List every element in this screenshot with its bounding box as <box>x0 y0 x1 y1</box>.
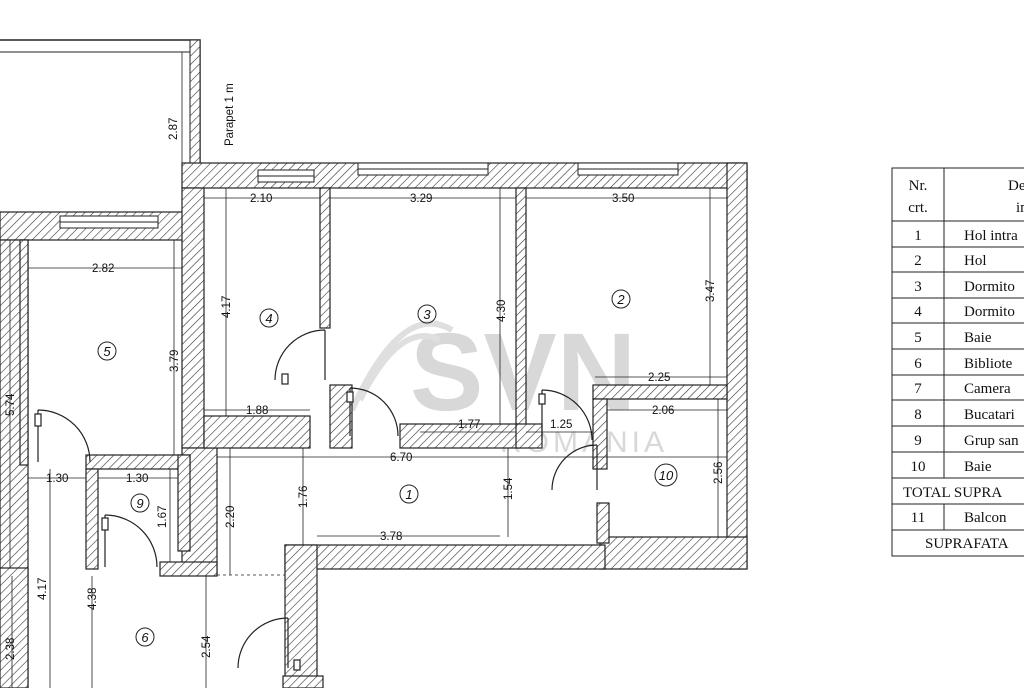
dim-label: 1.88 <box>246 405 268 417</box>
dim-label: 3.78 <box>380 531 402 543</box>
dim-label: 1.76 <box>298 486 310 508</box>
table-cell: 8 <box>914 407 922 423</box>
dim-label: 1.77 <box>458 419 480 431</box>
dim-label: 4.38 <box>87 588 99 610</box>
dimension-lines <box>9 52 727 688</box>
room-marker <box>417 304 437 324</box>
watermark-swirl-icon <box>349 320 454 412</box>
room-marker <box>130 493 150 513</box>
dim-label: 2.54 <box>201 635 213 658</box>
table-cell: Grup san <box>964 433 1019 449</box>
table-cell: 5 <box>914 330 922 346</box>
table-cell: Dormito <box>964 279 1015 295</box>
table-header-desc: in <box>1016 200 1024 216</box>
windows <box>59 162 679 229</box>
dimension-labels: 2.87 2.10 3.29 3.50 2.82 4.17 4.30 3.47 … <box>5 83 725 660</box>
area-table <box>891 167 1024 557</box>
room-marker <box>611 289 631 309</box>
room-label: 2 <box>616 292 625 307</box>
table-cell: Camera <box>964 381 1011 397</box>
dim-label: 3.47 <box>705 280 717 302</box>
table-cell: Baie <box>964 330 992 346</box>
dim-label: 2.25 <box>648 372 670 384</box>
dim-label: 2.56 <box>713 462 725 484</box>
dim-label: 4.17 <box>221 296 233 318</box>
table-cell: Baie <box>964 459 992 475</box>
table-cell: 1 <box>914 228 922 244</box>
dim-label: 2.06 <box>652 405 674 417</box>
table-cell: Hol intra <box>964 228 1018 244</box>
dim-label: 3.79 <box>169 350 181 372</box>
room-marker <box>399 484 419 504</box>
table-cell: Dormito <box>964 304 1015 320</box>
doors <box>34 329 598 671</box>
area-table-text: Nr. crt. De in 1 Hol intra 2 Hol 3 Dormi… <box>903 178 1024 552</box>
dim-label: 3.29 <box>410 193 432 205</box>
parapet-label: Parapet 1 m <box>224 83 236 146</box>
room-marker <box>97 341 117 361</box>
room-markers <box>97 289 678 647</box>
room-label: 1 <box>405 487 412 502</box>
table-cell: 2 <box>914 253 922 269</box>
dim-label: 1.54 <box>503 477 515 500</box>
dim-label: 4.17 <box>37 578 49 600</box>
dim-label: 1.30 <box>126 473 148 485</box>
table-cell: 6 <box>914 356 922 372</box>
table-header-crt: crt. <box>908 200 928 216</box>
table-grand-total: SUPRAFATA <box>925 536 1009 552</box>
table-total: TOTAL SUPRA <box>903 485 1002 501</box>
table-cell: 7 <box>914 381 922 397</box>
table-cell: Hol <box>964 253 987 269</box>
table-header-nr: Nr. <box>909 178 928 194</box>
room-label: 5 <box>103 344 111 359</box>
room-marker <box>654 463 678 487</box>
table-header-desc: De <box>1008 178 1024 194</box>
table-cell: 10 <box>911 459 926 475</box>
dim-label: 2.10 <box>250 193 272 205</box>
room-label: 10 <box>659 468 674 483</box>
table-cell: Bibliote <box>964 356 1013 372</box>
dim-label: 2.20 <box>225 506 237 528</box>
dim-label: 1.67 <box>157 506 169 528</box>
table-cell: 3 <box>914 279 922 295</box>
dim-label: 2.87 <box>168 118 180 140</box>
room-label: 6 <box>141 630 149 645</box>
dim-label: 6.70 <box>390 452 412 464</box>
table-cell: 9 <box>914 433 922 449</box>
room-label: 3 <box>423 307 431 322</box>
table-cell: Balcon <box>964 510 1007 526</box>
room-label: 9 <box>136 496 143 511</box>
table-cell: 4 <box>914 304 922 320</box>
dim-label: 3.50 <box>612 193 634 205</box>
dim-label: 2.82 <box>92 263 114 275</box>
room-marker <box>259 308 279 328</box>
room-labels: 4 3 2 5 9 1 10 6 <box>103 292 674 645</box>
dim-label: 4.30 <box>496 300 508 322</box>
dim-label: 1.25 <box>550 419 572 431</box>
table-cell: Bucatari <box>964 407 1015 423</box>
dim-label: 2.38 <box>5 638 17 660</box>
dim-label: 5.74 <box>5 393 17 416</box>
room-marker <box>135 627 155 647</box>
table-cell: 11 <box>911 510 925 526</box>
dim-label: 1.30 <box>46 473 68 485</box>
room-label: 4 <box>265 311 272 326</box>
